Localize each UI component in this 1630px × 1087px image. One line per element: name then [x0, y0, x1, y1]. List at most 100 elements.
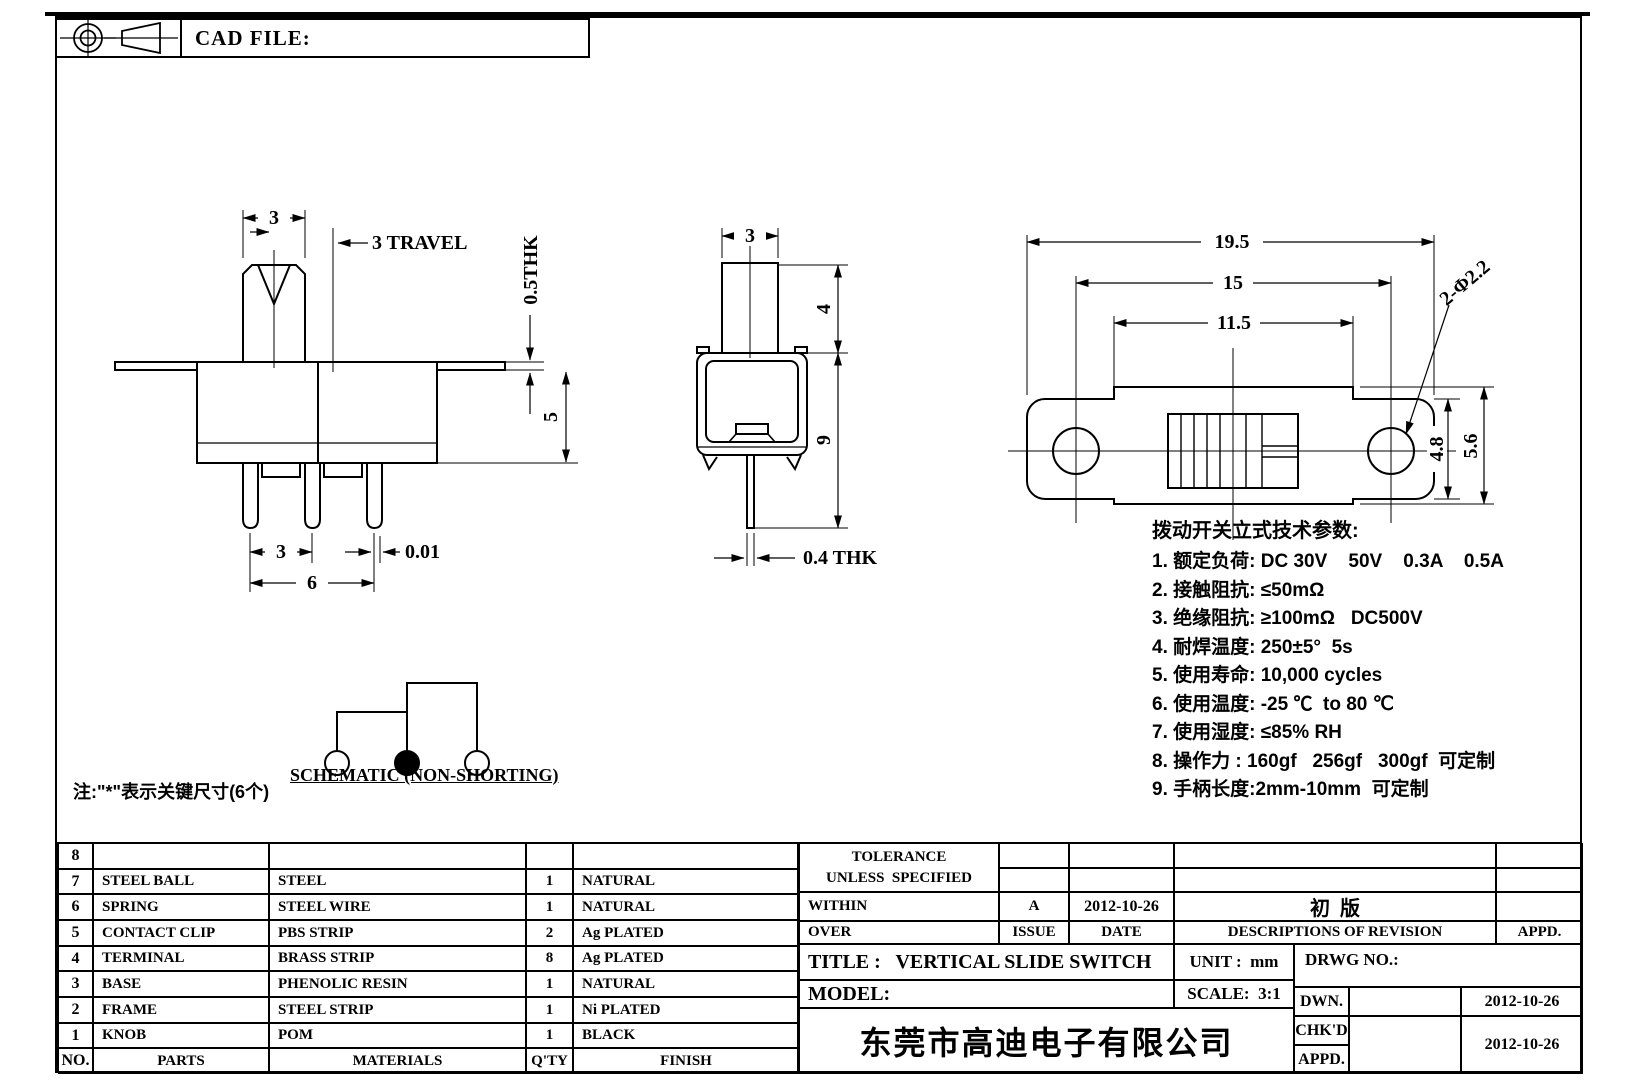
parts-cell: STEEL BALL	[93, 869, 269, 894]
parts-cell: TERMINAL	[93, 946, 269, 971]
parts-cell: 2	[526, 920, 573, 946]
parts-header: FINISH	[573, 1048, 799, 1074]
tolerance-line1: TOLERANCE	[851, 848, 947, 865]
parts-cell	[269, 843, 526, 869]
revision-cell-empty	[1496, 868, 1583, 892]
dim-top-overall: 19.5	[1201, 232, 1263, 252]
sheet-top-rule	[45, 12, 1590, 16]
cad-file-box	[55, 18, 590, 58]
tech-param-line: 4. 耐焊温度: 250±5° 5s	[1152, 636, 1353, 658]
schematic-label: SCHEMATIC (NON-SHORTING)	[290, 765, 559, 785]
descriptions-label: DESCRIPTIONS OF REVISION	[1174, 921, 1496, 944]
revision-cell-empty	[999, 843, 1069, 868]
revision-cell-empty	[999, 868, 1069, 892]
tech-param-line: 6. 使用温度: -25 ℃ to 80 ℃	[1152, 693, 1394, 715]
parts-cell: 1	[58, 1023, 93, 1048]
dim-top-mid-height: 5.6	[1460, 423, 1482, 469]
dim-front-body-height: 5	[540, 397, 562, 437]
appd2-label: APPD.	[1294, 1045, 1349, 1074]
parts-header: PARTS	[93, 1048, 269, 1074]
parts-cell: Ag PLATED	[573, 946, 799, 971]
dim-side-body-height: 9	[813, 420, 835, 460]
parts-header: NO.	[58, 1048, 93, 1074]
date-label: DATE	[1069, 921, 1174, 944]
parts-cell: FRAME	[93, 997, 269, 1023]
within-label: WITHIN	[799, 892, 999, 921]
tech-param-line: 7. 使用湿度: ≤85% RH	[1152, 722, 1342, 743]
revision-cell-empty	[1069, 868, 1174, 892]
chk-value-empty	[1349, 1016, 1461, 1074]
drawing-title: TITLE : VERTICAL SLIDE SWITCH	[799, 944, 1174, 980]
parts-cell	[526, 843, 573, 869]
parts-cell: 8	[526, 946, 573, 971]
parts-cell: PHENOLIC RESIN	[269, 971, 526, 997]
revision-cell-empty	[1496, 843, 1583, 868]
parts-cell: KNOB	[93, 1023, 269, 1048]
side-view	[696, 228, 848, 566]
parts-cell: 8	[58, 843, 93, 869]
parts-cell: 1	[526, 894, 573, 920]
parts-cell: 4	[58, 946, 93, 971]
tech-param-line: 3. 绝缘阻抗: ≥100mΩ DC500V	[1152, 608, 1423, 629]
tech-params-title: 拨动开关立式技术参数:	[1152, 520, 1359, 542]
dim-front-pin-pitch: 3	[265, 542, 297, 562]
dim-side-knob-height: 4	[813, 289, 835, 329]
parts-cell: NATURAL	[573, 971, 799, 997]
tech-param-line: 9. 手柄长度:2mm-10mm 可定制	[1152, 779, 1429, 800]
appd-label: APPD.	[1496, 921, 1583, 944]
tech-param-line: 1. 额定负荷: DC 30V 50V 0.3A 0.5A	[1152, 551, 1504, 572]
parts-cell: 1	[526, 1023, 573, 1048]
chk-date: 2012-10-26	[1461, 1016, 1583, 1074]
parts-cell: STEEL	[269, 869, 526, 894]
tech-param-line: 2. 接触阻抗: ≤50mΩ	[1152, 579, 1325, 601]
front-view	[114, 210, 578, 592]
issue-value: A	[999, 892, 1069, 921]
revision-appd-empty	[1496, 892, 1583, 921]
tech-param-line: 5. 使用寿命: 10,000 cycles	[1152, 665, 1383, 686]
key-dimension-note: 注:"*"表示关键尺寸(6个)	[73, 782, 270, 802]
revision-cell-empty	[1174, 843, 1496, 868]
dim-front-pin-offset: 0.01	[405, 541, 440, 563]
dim-front-ear-thickness: 0.5THK	[520, 225, 542, 315]
parts-cell: 2	[58, 997, 93, 1023]
dim-top-hole-pitch: 15	[1213, 273, 1253, 293]
parts-cell: 7	[58, 869, 93, 894]
parts-cell: POM	[269, 1023, 526, 1048]
tech-param-line: 8. 操作力 : 160gf 256gf 300gf 可定制	[1152, 750, 1496, 772]
scale-cell: SCALE: 3:1	[1174, 980, 1294, 1008]
drwg-no-cell: DRWG NO.:	[1294, 944, 1583, 987]
parts-cell	[93, 843, 269, 869]
schematic	[324, 682, 490, 776]
parts-cell: 1	[526, 971, 573, 997]
parts-header: MATERIALS	[269, 1048, 526, 1074]
parts-cell: BASE	[93, 971, 269, 997]
parts-cell: Ag PLATED	[573, 920, 799, 946]
parts-cell	[573, 843, 799, 869]
tolerance-line2: UNLESS SPECIFIED	[826, 869, 972, 886]
tech-params: 拨动开关立式技术参数: 1. 额定负荷: DC 30V 50V 0.3A 0.5…	[1152, 514, 1552, 805]
dim-front-pin-span: 6	[296, 573, 328, 593]
parts-cell: 3	[58, 971, 93, 997]
parts-table: 8 7 STEEL BALL STEEL 1 NATURAL 6 SPRING …	[57, 842, 799, 1074]
parts-cell: PBS STRIP	[269, 920, 526, 946]
parts-cell: 6	[58, 894, 93, 920]
title-block: TOLERANCE UNLESS SPECIFIED WITHIN A 2012…	[798, 842, 1583, 1074]
dim-side-knob-width: 3	[734, 226, 766, 246]
parts-cell: NATURAL	[573, 869, 799, 894]
dim-front-travel: 3 TRAVEL	[372, 232, 468, 254]
parts-cell: CONTACT CLIP	[93, 920, 269, 946]
revision-cell-empty	[1174, 868, 1496, 892]
revision-cell-empty	[1069, 843, 1174, 868]
dim-top-end-height: 4.8	[1426, 426, 1448, 472]
model-cell: MODEL:	[799, 980, 1174, 1008]
parts-cell: STEEL WIRE	[269, 894, 526, 920]
cad-file-divider	[180, 18, 182, 58]
revision-description: 初 版	[1174, 892, 1496, 921]
parts-cell: 1	[526, 997, 573, 1023]
unit-cell: UNIT : mm	[1174, 944, 1294, 980]
parts-cell: Ni PLATED	[573, 997, 799, 1023]
revision-date: 2012-10-26	[1069, 892, 1174, 921]
parts-header: Q'TY	[526, 1048, 573, 1074]
